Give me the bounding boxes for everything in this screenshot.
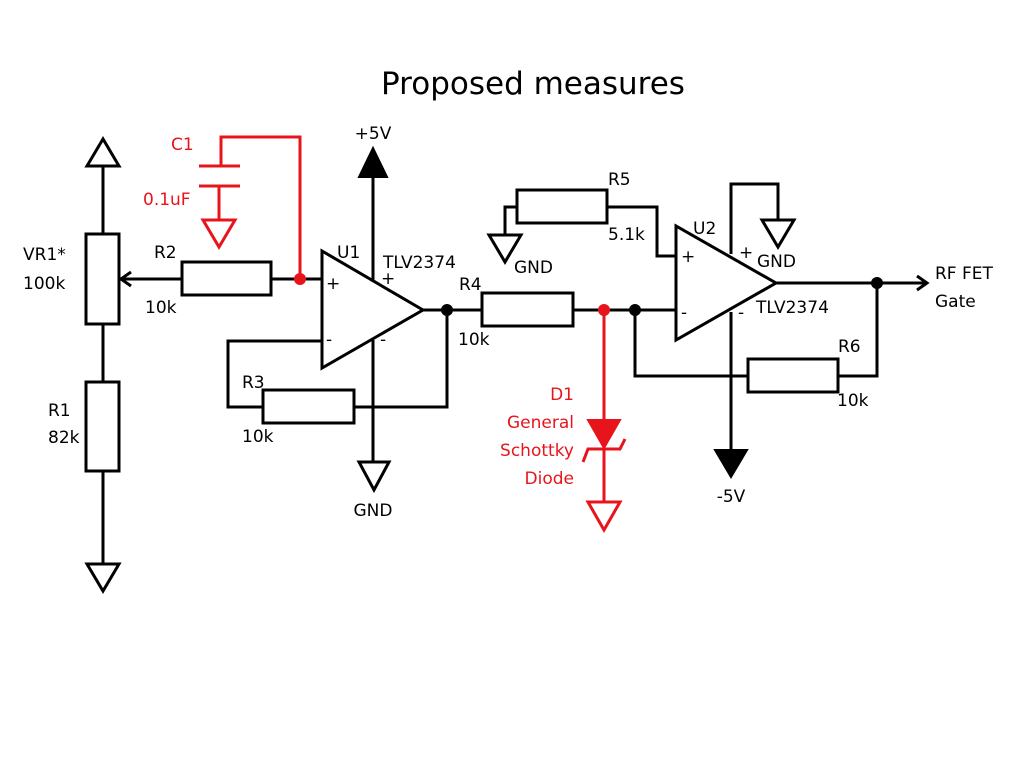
r6-value: 10k [837,391,869,411]
d1-diode-body [586,419,622,451]
r2-ref: R2 [154,243,177,263]
r2-resistor [180,260,273,297]
d1-junction-dot [598,304,610,316]
u2-minus-supply: - [738,303,744,323]
r3-value: 10k [242,427,274,447]
u2-minus-input: - [681,303,687,323]
u2-plus-supply: + [739,243,753,263]
u1-part: TLV2374 [382,253,456,273]
c1-junction-dot [294,273,306,285]
wiper-arrow [118,270,132,288]
u2-plus-input: + [681,247,695,267]
u2-triangle [674,223,780,343]
u1-minus-input: - [326,330,332,350]
top-supply-triangle [84,136,122,168]
r3-resistor [261,388,356,425]
u2-gnd-label: GND [757,252,796,272]
vr1-ref: VR1* [23,245,66,265]
neg-supply-arrow [713,449,749,479]
u1-gnd-label: GND [354,501,393,521]
u2-ground-triangle [759,218,797,250]
u1-plus-supply: + [381,269,395,289]
u1-ground-triangle [356,460,392,494]
u2-ref: U2 [693,219,716,239]
slide-title: Proposed measures [381,66,685,102]
r4-value: 10k [458,330,490,350]
pos-supply-arrow [357,145,389,178]
divider-chain [84,136,182,594]
u2-inverting-node [629,304,641,316]
d1-desc-line3: Diode [525,469,574,489]
output-arrow [916,274,930,292]
d1-ground-triangle [585,500,623,534]
u1-opamp [226,145,482,494]
r6-resistor [746,357,840,394]
d1-diode-branch [581,304,627,534]
r3-ref: R3 [242,373,265,393]
r6-ref: R6 [838,337,861,357]
r5-ref: R5 [608,170,631,190]
vr1-value: 100k [23,274,65,294]
u1-minus-supply: - [380,330,386,350]
vr1-potentiometer [84,232,121,326]
r5-ground-triangle [486,233,524,265]
u2-opamp [486,182,930,479]
output-label-line1: RF FET [935,264,994,284]
r4-ref: R4 [459,275,482,295]
u1-plus-input: + [326,274,340,294]
r5-gnd-label: GND [514,258,553,278]
d1-desc-line2: Schottky [500,441,574,461]
d1-desc-line1: General [507,413,574,433]
bottom-ground-triangle [84,562,122,594]
r2-value: 10k [145,298,177,318]
neg-supply-label: -5V [717,487,746,507]
c1-value: 0.1uF [143,190,191,210]
r5-resistor [515,188,609,225]
c1-ref: C1 [171,135,194,155]
r1-value: 82k [48,428,80,448]
r1-resistor [84,380,121,473]
u1-ref: U1 [337,243,360,263]
pos-supply-label: +5V [355,124,392,144]
u2-part: TLV2374 [755,298,829,318]
output-label-line2: Gate [935,292,976,312]
r5-value: 5.1k [608,225,645,245]
c1-ground-triangle [200,218,238,250]
d1-ref: D1 [550,385,574,405]
r1-ref: R1 [48,401,71,421]
r4-resistor [480,291,575,328]
c1-capacitor-branch [199,135,306,285]
